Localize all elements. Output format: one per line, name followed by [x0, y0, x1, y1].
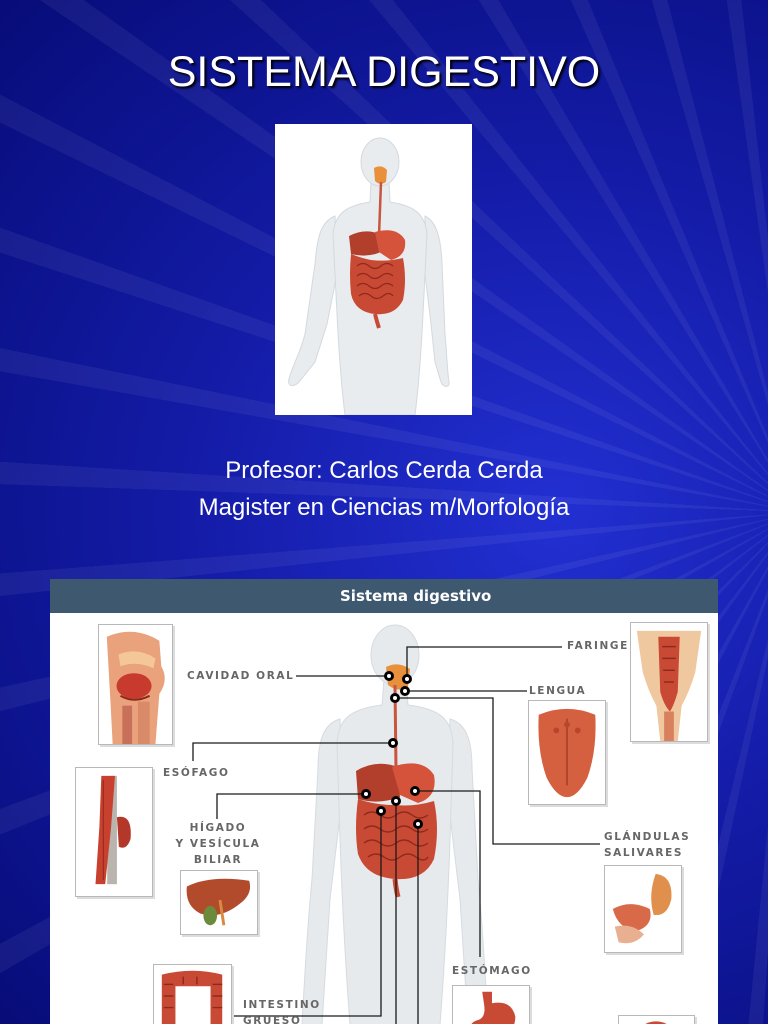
body-illustration: [275, 124, 472, 415]
diagram-graphic: [192, 624, 600, 1024]
cavidad-oral-thumbnail: [98, 624, 173, 745]
esofago-thumbnail: [75, 767, 153, 897]
label-line: HÍGADO: [189, 822, 247, 834]
dot-esofago: [388, 738, 398, 748]
label-glandulas-salivares: GLÁNDULAS SALIVARES: [604, 829, 690, 861]
professor-degree: Magister en Ciencias m/Morfología: [198, 494, 570, 521]
leader-lines: [192, 646, 600, 1024]
label-line: BILIAR: [193, 854, 243, 866]
professor-name: Profesor: Carlos Cerda Cerda: [225, 457, 543, 484]
digestive-tract-small: [349, 166, 406, 329]
leader-line-higado: [216, 793, 366, 819]
higado-vesicula-thumbnail: [180, 870, 258, 935]
label-line: SALIVARES: [604, 847, 684, 859]
label-line: GRUESO: [243, 1015, 302, 1024]
label-esofago: ESÓFAGO: [163, 767, 230, 779]
dot-cavidad-oral: [384, 671, 394, 681]
lengua-thumbnail: [528, 700, 606, 805]
faringe-thumbnail: [630, 622, 708, 742]
leader-line-estomago: [415, 790, 481, 957]
digestive-system-diagram: Sistema digestivo CAVIDAD ORAL FARINGE L…: [50, 579, 718, 1024]
dot-organ-a: [391, 796, 401, 806]
slide-title: SISTEMA DIGESTIVO: [167, 48, 601, 96]
estomago-thumbnail: [452, 985, 530, 1024]
leader-line-intestino-grueso: [232, 811, 382, 1017]
label-faringe: FARINGE: [567, 640, 629, 652]
organ-thumbnail-partial: [618, 1015, 695, 1024]
label-line: Y VESÍCULA: [175, 838, 261, 850]
diagram-title: Sistema digestivo: [340, 587, 492, 605]
label-line: INTESTINO: [243, 999, 321, 1011]
dot-higado: [361, 789, 371, 799]
label-line: GLÁNDULAS: [604, 831, 691, 843]
dot-glandulas: [390, 693, 400, 703]
body-silhouette-graphic: [288, 137, 450, 415]
dot-organ-b: [413, 819, 423, 829]
dot-faringe: [402, 674, 412, 684]
body-silhouette: [301, 624, 489, 1024]
intestino-grueso-thumbnail: [153, 964, 232, 1024]
pointer-dots: [361, 671, 423, 829]
leader-line-esofago: [192, 742, 393, 761]
leader-line-faringe: [406, 646, 562, 679]
glandulas-salivares-thumbnail: [604, 865, 682, 953]
diagram-header: Sistema digestivo: [50, 579, 718, 613]
leader-line-glandulas: [395, 697, 600, 845]
label-lengua: LENGUA: [529, 685, 587, 697]
label-estomago: ESTÓMAGO: [452, 965, 532, 977]
dot-intestino-grueso: [376, 806, 386, 816]
author-info: Profesor: Carlos Cerda Cerda Magister en…: [0, 452, 768, 526]
dot-lengua: [400, 686, 410, 696]
label-intestino-grueso: INTESTINO GRUESO: [243, 997, 321, 1024]
dot-estomago: [410, 786, 420, 796]
label-higado-vesicula-biliar: HÍGADO Y VESÍCULA BILIAR: [158, 820, 278, 868]
label-cavidad-oral: CAVIDAD ORAL: [187, 670, 295, 682]
